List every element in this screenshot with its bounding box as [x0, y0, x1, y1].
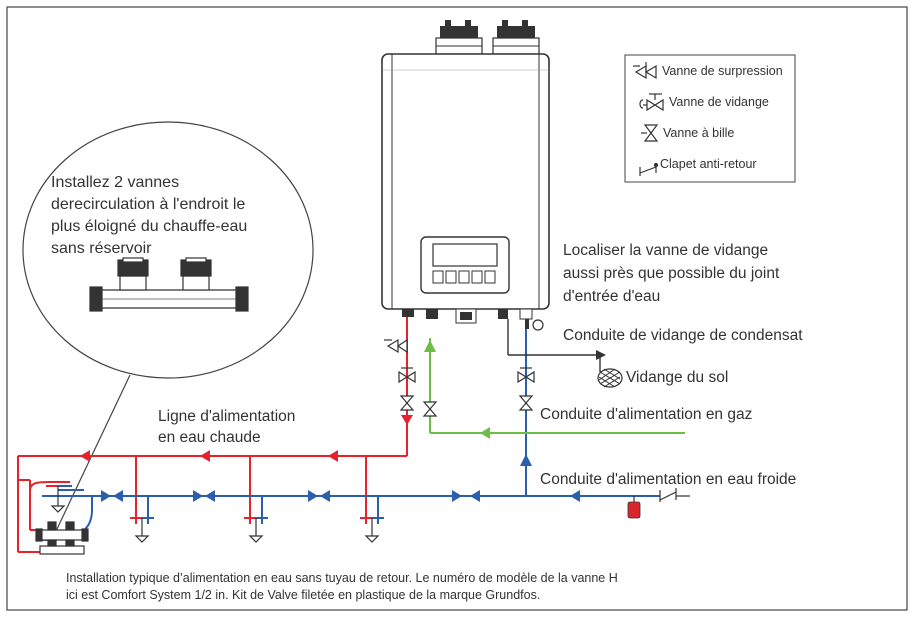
condensate-arrow	[596, 350, 606, 360]
callout-text-line-1: Installez 2 vannes	[51, 174, 180, 191]
drain-location-note-line-1: Localiser la vanne de vidange	[563, 242, 769, 259]
floor-drain-label: Vidange du sol	[626, 369, 729, 386]
fixture-2	[244, 517, 268, 543]
h-valve-kit	[89, 257, 249, 312]
legend-box	[624, 54, 796, 183]
hot-water-line-label-2: en eau chaude	[158, 429, 261, 446]
callout-text-line-4: sans réservoir	[51, 240, 152, 257]
legend-label-pressure-relief: Vanne de surpression	[662, 64, 783, 78]
fixture-1	[130, 517, 154, 543]
caption-line-1: Installation typique d’alimentation en e…	[66, 571, 618, 585]
heater-display	[432, 243, 498, 267]
gas-line	[429, 338, 685, 434]
callout-pointer	[47, 374, 131, 549]
drain-location-note-line-3: d'entrée d'eau	[563, 288, 661, 305]
callout-text-line-2: derecirculation à l'endroit le	[51, 196, 246, 213]
expansion-tank-icon	[627, 496, 641, 519]
hot-water-arrows	[80, 415, 413, 462]
condensate-label: Conduite de vidange de condensat	[563, 327, 803, 344]
gas-line-label: Conduite d'alimentation en gaz	[540, 406, 753, 423]
fixture-3	[360, 517, 384, 543]
callout-text-line-3: plus éloigné du chauffe-eau	[51, 218, 248, 235]
drain-location-note-line-2: aussi près que possible du joint	[563, 265, 780, 282]
ball-valve-icon	[641, 124, 659, 142]
legend-label-drain-valve: Vanne de vidange	[669, 95, 769, 109]
legend-label-check-valve: Clapet anti-retour	[660, 157, 757, 171]
check-valve-icon	[639, 162, 659, 176]
cold-water-arrows	[101, 454, 580, 502]
pressure-relief-icon	[633, 62, 657, 80]
cold-water-line-label: Conduite d'alimentation en eau froide	[540, 471, 797, 488]
riser-valves	[384, 338, 535, 417]
tankless-water-heater	[381, 20, 550, 329]
cold-supply-check-valve-icon	[650, 488, 690, 502]
heater-top-vent-left	[435, 20, 483, 55]
drain-fitting-icon	[532, 319, 544, 331]
legend-label-ball-valve: Vanne à bille	[663, 126, 735, 140]
floor-drain-icon	[597, 368, 623, 388]
fixture-tees	[130, 517, 384, 543]
drain-valve-icon	[639, 93, 664, 112]
gas-arrows	[424, 340, 490, 439]
callout-bubble	[22, 121, 314, 549]
far-end-fixture	[35, 485, 89, 555]
hot-water-line-label-1: Ligne d'alimentation	[158, 408, 296, 425]
caption-line-2: ici est Comfort System 1/2 in. Kit de Va…	[66, 588, 541, 602]
